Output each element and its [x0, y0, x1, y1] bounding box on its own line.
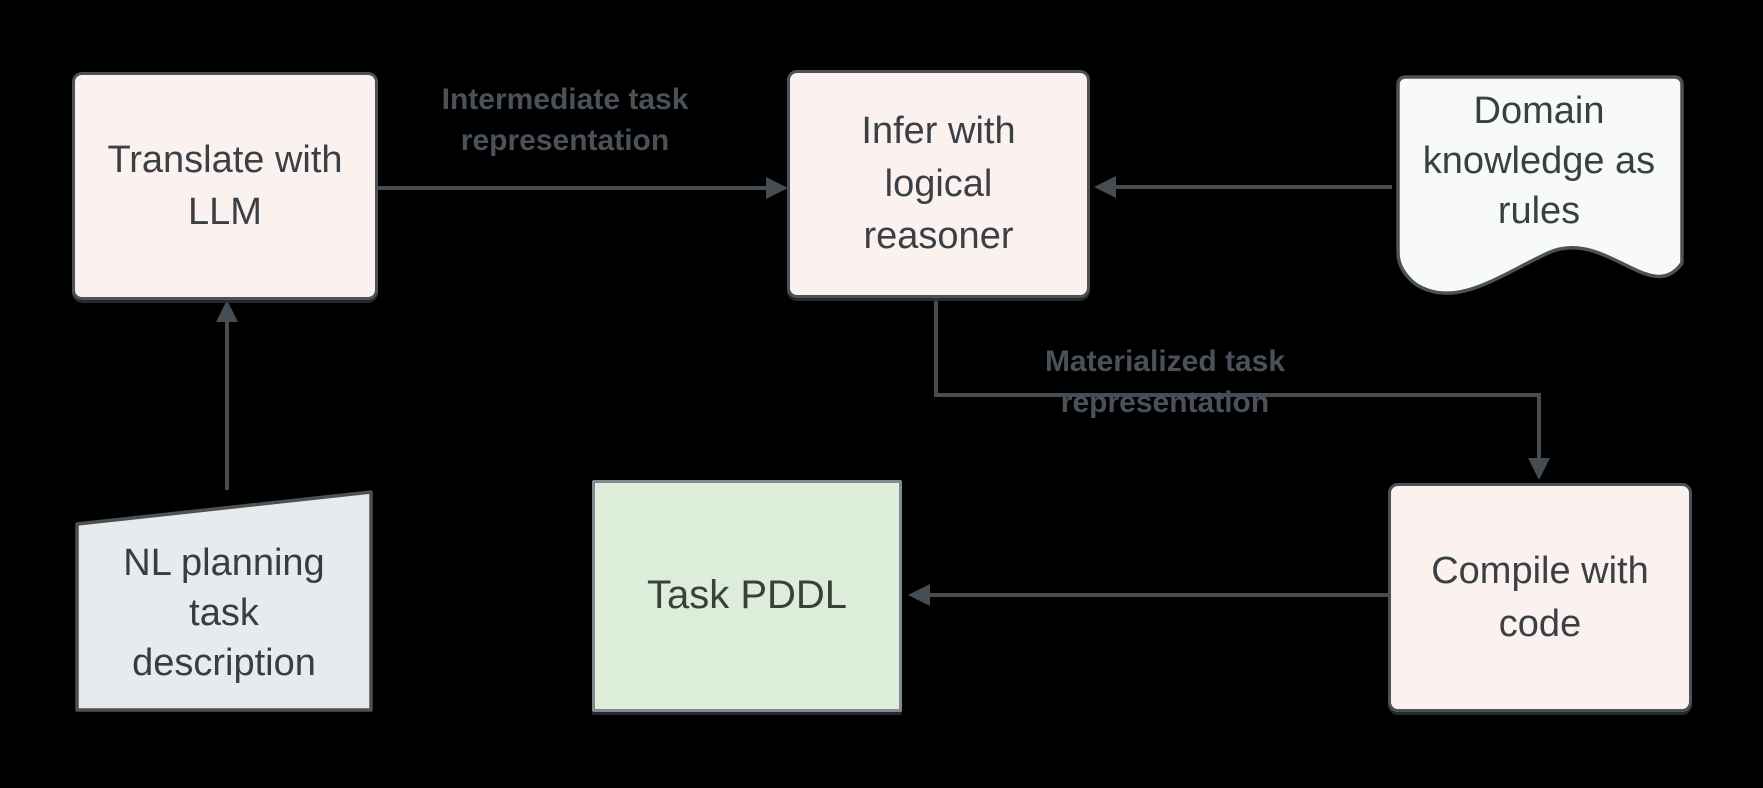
edge-translate-to-infer	[378, 186, 768, 190]
edge-label-materialized: Materialized task representation	[1044, 345, 1286, 419]
node-domain-knowledge: Domain knowledge as rules	[1390, 73, 1688, 249]
arrowhead-left-icon	[1094, 176, 1116, 198]
node-task-pddl: Task PDDL	[592, 480, 902, 712]
node-infer-logical-reasoner: Infer with logical reasoner	[787, 70, 1090, 298]
edge-infer-to-compile-v1	[934, 298, 938, 395]
node-task-pddl-label: Task PDDL	[646, 573, 848, 618]
edge-infer-to-compile-v2	[1537, 395, 1541, 460]
node-domain-label: Domain knowledge as rules	[1422, 89, 1656, 233]
edge-infer-to-compile-h	[934, 393, 1541, 397]
node-nl-task-label: NL planning task description	[123, 541, 325, 685]
edge-label-intermediate: Intermediate task representation	[441, 83, 689, 157]
node-infer-label: Infer with logical reasoner	[861, 110, 1016, 258]
edge-nl-to-translate	[225, 318, 229, 490]
arrowhead-right-icon	[766, 177, 788, 199]
node-nl-task-description: NL planning task description	[73, 486, 375, 714]
node-compile-code: Compile with code	[1388, 483, 1692, 712]
node-translate-llm: Translate with LLM	[72, 72, 378, 300]
arrowhead-up-icon	[216, 300, 238, 322]
node-compile-label: Compile with code	[1431, 550, 1649, 645]
edge-domain-to-infer	[1116, 185, 1392, 189]
node-translate-llm-label: Translate with LLM	[107, 138, 343, 233]
edge-compile-to-pddl	[930, 593, 1388, 597]
node-domain-knowledge-shape	[1396, 75, 1684, 295]
node-nl-task-shape	[75, 490, 373, 712]
arrowhead-left-icon	[908, 584, 930, 606]
arrowhead-down-icon	[1528, 458, 1550, 480]
